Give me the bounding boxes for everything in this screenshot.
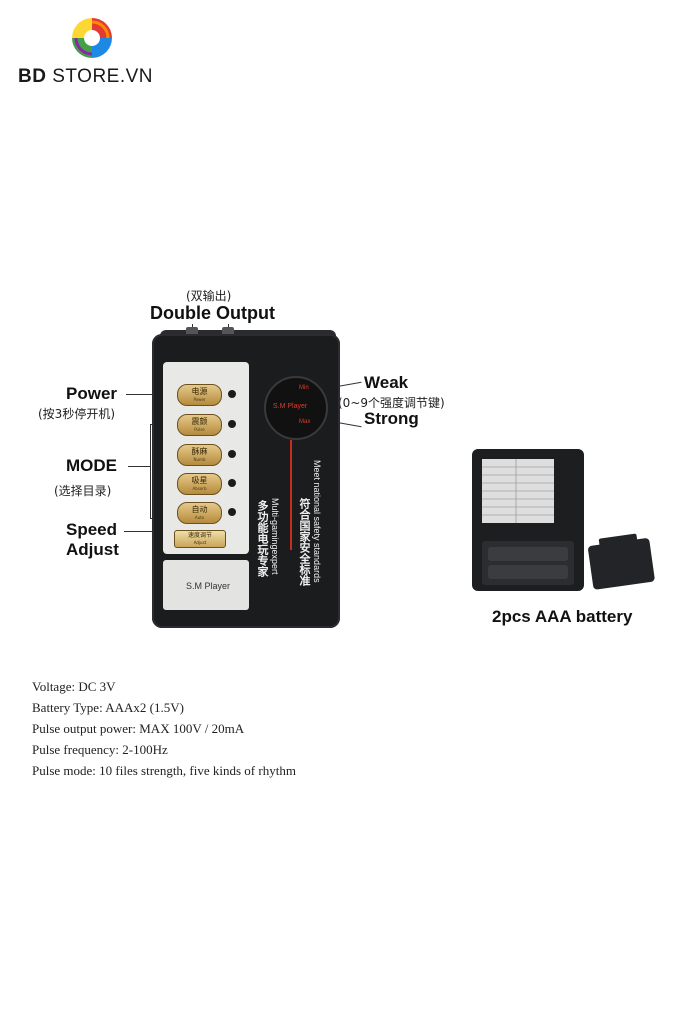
pulse-button-en: Pulse: [194, 427, 205, 432]
strong-label: Strong: [364, 409, 419, 428]
dial-name-label: S.M Player: [273, 403, 308, 410]
power-label: Power: [66, 384, 118, 403]
spec-voltage: Voltage: DC 3V: [32, 679, 116, 694]
power-led-icon: [228, 390, 236, 398]
absorb-button[interactable]: 吸星 Absorb: [177, 473, 222, 495]
speed-leader: [124, 531, 162, 532]
power-button-en: Power: [193, 397, 206, 402]
speed-button-en: Adjust: [193, 540, 207, 545]
speed-button-cn: 速度调节: [187, 532, 212, 539]
panel-label-area: [163, 560, 249, 610]
device-vertical-en-2: Meet national safety standards: [312, 460, 322, 583]
mode-bracket: [150, 424, 151, 518]
brand-name-bold: BD: [18, 66, 47, 87]
battery-caption: 2pcs AAA battery: [492, 607, 633, 626]
numb-button[interactable]: 酥麻 Numb: [177, 444, 222, 466]
power-button[interactable]: 电源 Power: [177, 384, 222, 406]
brand-logo-icon: [71, 17, 113, 59]
battery-compartment-image: [472, 449, 655, 591]
pulse-led-icon: [228, 420, 236, 428]
spec-frequency: Pulse frequency: 2-100Hz: [32, 742, 168, 757]
spec-mode: Pulse mode: 10 files strength, five kind…: [32, 763, 296, 778]
intensity-dial[interactable]: [264, 376, 328, 440]
weak-cn-label: (0~9个强度调节键): [338, 396, 445, 410]
numb-button-cn: 酥麻: [191, 447, 208, 456]
mode-leader: [128, 466, 150, 467]
speed-label-line1: Speed: [66, 520, 118, 539]
button-panel: 电源 Power 震颤 Pulse 酥麻 Numb 吸星 Absorb 自动 A…: [163, 362, 249, 554]
absorb-button-en: Absorb: [192, 486, 207, 491]
power-leader: [126, 394, 162, 395]
absorb-led-icon: [228, 479, 236, 487]
device-vertical-cn-1: 多功能电玩专家: [256, 500, 269, 577]
spec-output-power: Pulse output power: MAX 100V / 20mA: [32, 721, 245, 736]
brand-name-rest: STORE.VN: [52, 66, 154, 87]
auto-button-en: Auto: [194, 515, 205, 520]
numb-button-en: Numb: [193, 457, 206, 462]
auto-button[interactable]: 自动 Auto: [177, 502, 222, 524]
pulse-button[interactable]: 震颤 Pulse: [177, 414, 222, 436]
dial-max-label: Max: [299, 419, 311, 425]
speed-adjust-button[interactable]: 速度调节 Adjust: [174, 530, 226, 548]
device-vertical-cn-2: 符合国家安全标准: [298, 498, 311, 586]
mode-label: MODE: [66, 456, 117, 475]
spec-battery-type: Battery Type: AAAx2 (1.5V): [32, 700, 184, 715]
pulse-button-cn: 震颤: [191, 417, 208, 426]
weak-label: Weak: [364, 373, 409, 392]
numb-led-icon: [228, 450, 236, 458]
mode-cn-label: (选择目录): [54, 484, 112, 498]
speed-label-line2: Adjust: [66, 540, 119, 559]
output-jack-left: [186, 327, 198, 335]
dial-min-label: Min: [299, 385, 309, 391]
device-player-name: S.M Player: [186, 581, 231, 591]
power-button-cn: 电源: [191, 387, 208, 396]
absorb-button-cn: 吸星: [191, 476, 208, 485]
red-accent-line: [290, 440, 292, 550]
brand-name[interactable]: BD STORE.VN: [18, 66, 153, 88]
output-jack-right: [222, 327, 234, 335]
auto-led-icon: [228, 508, 236, 516]
spec-list: Voltage: DC 3V Battery Type: AAAx2 (1.5V…: [32, 676, 296, 781]
double-output-label: Double Output: [150, 303, 275, 323]
device-vertical-en-1: Multi-gamingexpert: [270, 498, 280, 575]
auto-button-cn: 自动: [191, 505, 208, 514]
double-output-cn-label: (双输出): [186, 289, 232, 303]
power-cn-label: (按3秒停开机): [38, 407, 115, 421]
